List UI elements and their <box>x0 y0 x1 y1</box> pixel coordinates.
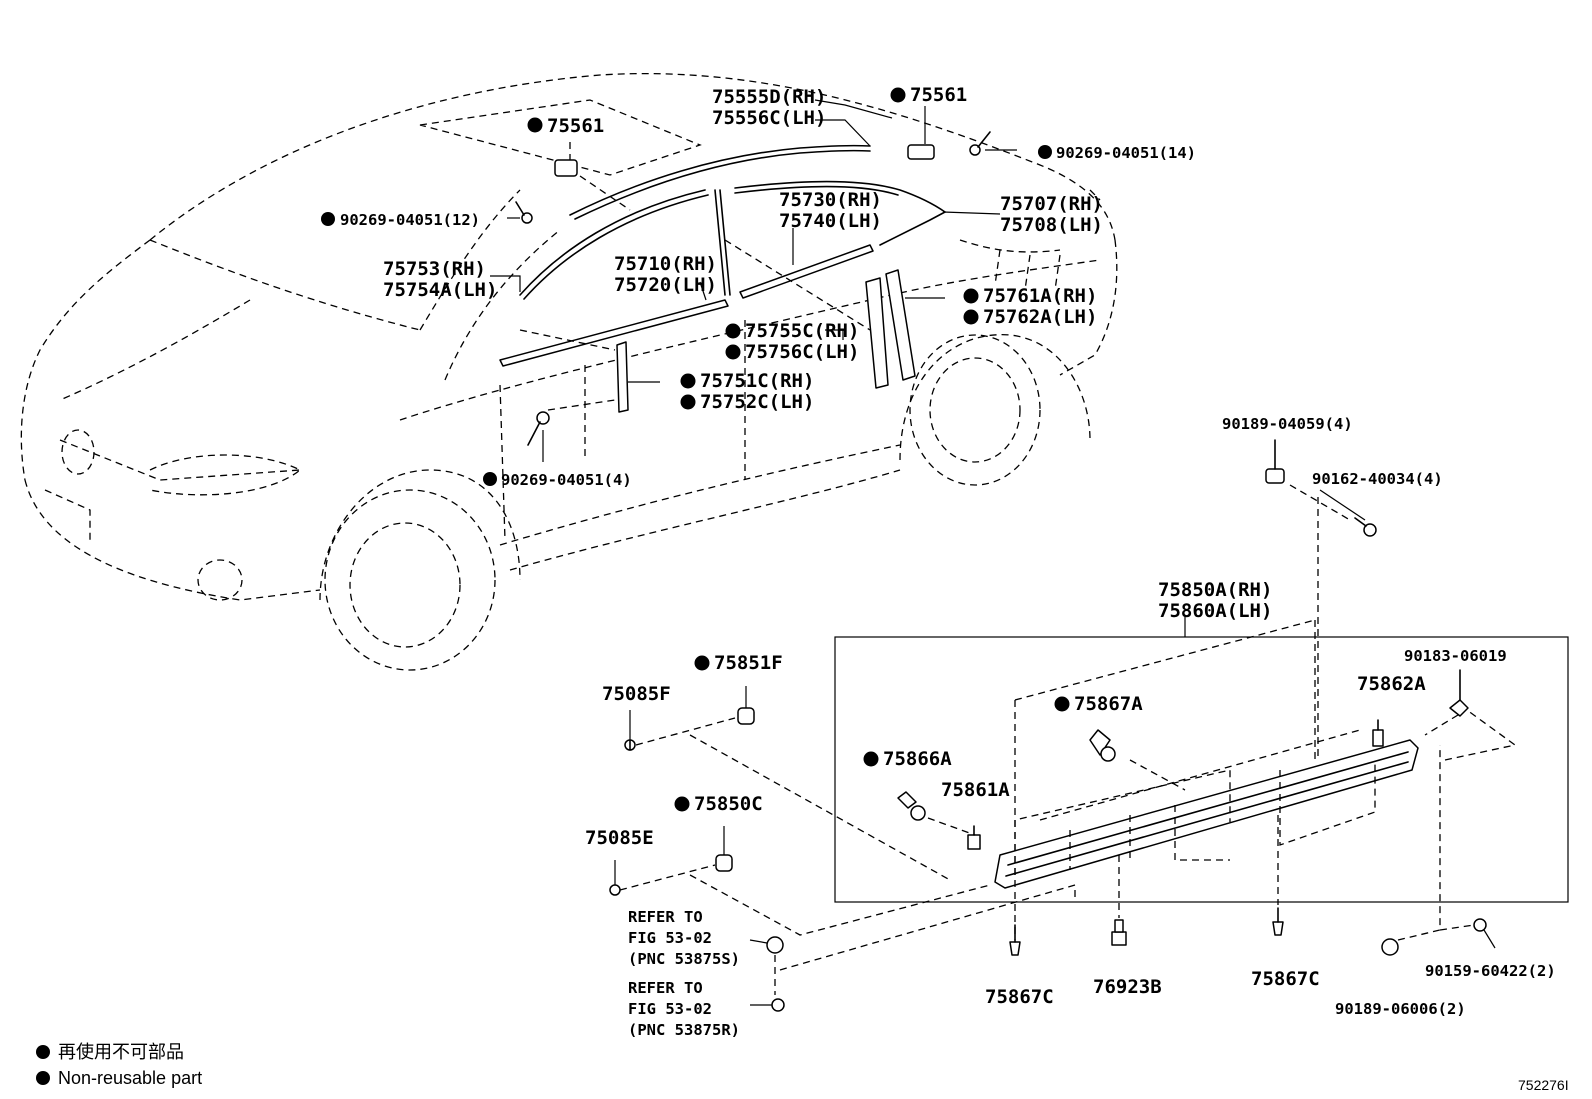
non-reusable-dot <box>483 472 497 486</box>
svg-text:75730(RH): 75730(RH) <box>779 189 882 211</box>
label-90269-4: 90269-04051(4) <box>501 471 632 489</box>
label-75753: 75753(RH) <box>383 258 486 280</box>
label-75756C: 75756C(LH) <box>745 341 859 363</box>
svg-text:FIG 53-02: FIG 53-02 <box>628 929 712 947</box>
svg-text:75756C(LH): 75756C(LH) <box>745 341 859 363</box>
label-75867C-left: 75867C <box>985 986 1054 1008</box>
label-75860A: 75860A(LH) <box>1158 600 1272 622</box>
ref2-line1: REFER TO <box>628 979 703 997</box>
svg-text:REFER TO: REFER TO <box>628 908 703 926</box>
label-75862A: 75862A <box>1357 673 1426 695</box>
non-reusable-dot <box>963 309 979 325</box>
upper-mouldings <box>499 131 991 446</box>
label-90269-14: 90269-04051(14) <box>1056 144 1196 162</box>
non-reusable-dot <box>863 751 879 767</box>
label-75555D: 75555D(RH) <box>712 86 826 108</box>
non-reusable-dot <box>674 796 690 812</box>
label-75085E: 75085E <box>585 827 654 849</box>
svg-text:75762A(LH): 75762A(LH) <box>983 306 1097 328</box>
label-75740: 75740(LH) <box>779 210 882 232</box>
legend-dot-jp <box>36 1045 50 1059</box>
non-reusable-dot <box>321 212 335 226</box>
label-75752C: 75752C(LH) <box>700 391 814 413</box>
non-reusable-dot <box>1054 696 1070 712</box>
label-90162: 90162-40034(4) <box>1312 470 1443 488</box>
ref1-line2: FIG 53-02 <box>628 929 712 947</box>
ref1-line3: (PNC 53875S) <box>628 950 740 968</box>
label-75754A: 75754A(LH) <box>383 279 497 301</box>
label-90189-04059: 90189-04059(4) <box>1222 415 1353 433</box>
label-75561-right: 75561 <box>910 84 967 106</box>
svg-text:75754A(LH): 75754A(LH) <box>383 279 497 301</box>
svg-text:75556C(LH): 75556C(LH) <box>712 107 826 129</box>
svg-text:75761A(RH): 75761A(RH) <box>983 285 1097 307</box>
part-labels: 75555D(RH) 75556C(LH) 75561 75561 90269-… <box>321 84 1556 1039</box>
label-90183: 90183-06019 <box>1404 647 1507 665</box>
legend-en: Non-reusable part <box>58 1068 202 1088</box>
label-75556C: 75556C(LH) <box>712 107 826 129</box>
label-75762A: 75762A(LH) <box>983 306 1097 328</box>
svg-text:75555D(RH): 75555D(RH) <box>712 86 826 108</box>
ref2-line2: FIG 53-02 <box>628 1000 712 1018</box>
label-75730: 75730(RH) <box>779 189 882 211</box>
legend: 再使用不可部品 Non-reusable part <box>36 1042 202 1088</box>
svg-text:FIG 53-02: FIG 53-02 <box>628 1000 712 1018</box>
non-reusable-dot <box>963 288 979 304</box>
label-90269-12: 90269-04051(12) <box>340 211 480 229</box>
label-75850C: 75850C <box>694 793 763 815</box>
upper-leader-lines <box>490 99 1017 462</box>
svg-text:75707(RH): 75707(RH) <box>1000 193 1103 215</box>
label-75851F: 75851F <box>714 652 783 674</box>
label-75867C-right: 75867C <box>1251 968 1320 990</box>
non-reusable-dot <box>680 394 696 410</box>
svg-text:75755C(RH): 75755C(RH) <box>745 320 859 342</box>
non-reusable-dot <box>725 344 741 360</box>
label-75755C: 75755C(RH) <box>745 320 859 342</box>
label-75761A: 75761A(RH) <box>983 285 1097 307</box>
svg-text:REFER TO: REFER TO <box>628 979 703 997</box>
non-reusable-dot <box>527 117 543 133</box>
svg-text:75708(LH): 75708(LH) <box>1000 214 1103 236</box>
lower-parts <box>609 439 1496 1012</box>
ref2-line3: (PNC 53875R) <box>628 1021 740 1039</box>
side-skirt-assembly <box>834 615 1569 915</box>
label-76923B: 76923B <box>1093 976 1162 998</box>
label-75720: 75720(LH) <box>614 274 717 296</box>
non-reusable-dot <box>890 87 906 103</box>
legend-jp: 再使用不可部品 <box>58 1042 184 1062</box>
figure-code: 752276I <box>1518 1077 1569 1093</box>
svg-text:75710(RH): 75710(RH) <box>614 253 717 275</box>
car-body-outline <box>20 72 1118 671</box>
label-75708: 75708(LH) <box>1000 214 1103 236</box>
label-75861A: 75861A <box>941 779 1010 801</box>
label-75850A: 75850A(RH) <box>1158 579 1272 601</box>
svg-text:75850A(RH): 75850A(RH) <box>1158 579 1272 601</box>
svg-text:75751C(RH): 75751C(RH) <box>700 370 814 392</box>
svg-text:(PNC 53875S): (PNC 53875S) <box>628 950 740 968</box>
svg-text:75860A(LH): 75860A(LH) <box>1158 600 1272 622</box>
label-75085F: 75085F <box>602 683 671 705</box>
label-75866A: 75866A <box>883 748 952 770</box>
svg-text:75720(LH): 75720(LH) <box>614 274 717 296</box>
label-75707: 75707(RH) <box>1000 193 1103 215</box>
label-75710: 75710(RH) <box>614 253 717 275</box>
label-75561-left: 75561 <box>547 115 604 137</box>
label-90189-06006: 90189-06006(2) <box>1335 1000 1466 1018</box>
svg-text:(PNC 53875R): (PNC 53875R) <box>628 1021 740 1039</box>
label-75751C: 75751C(RH) <box>700 370 814 392</box>
svg-text:75740(LH): 75740(LH) <box>779 210 882 232</box>
legend-dot-en <box>36 1071 50 1085</box>
label-75867A: 75867A <box>1074 693 1143 715</box>
non-reusable-dot <box>1038 145 1052 159</box>
label-90159: 90159-60422(2) <box>1425 962 1556 980</box>
non-reusable-dot <box>680 373 696 389</box>
non-reusable-dot <box>725 323 741 339</box>
non-reusable-dot <box>694 655 710 671</box>
svg-text:75752C(LH): 75752C(LH) <box>700 391 814 413</box>
svg-text:75753(RH): 75753(RH) <box>383 258 486 280</box>
ref1-line1: REFER TO <box>628 908 703 926</box>
